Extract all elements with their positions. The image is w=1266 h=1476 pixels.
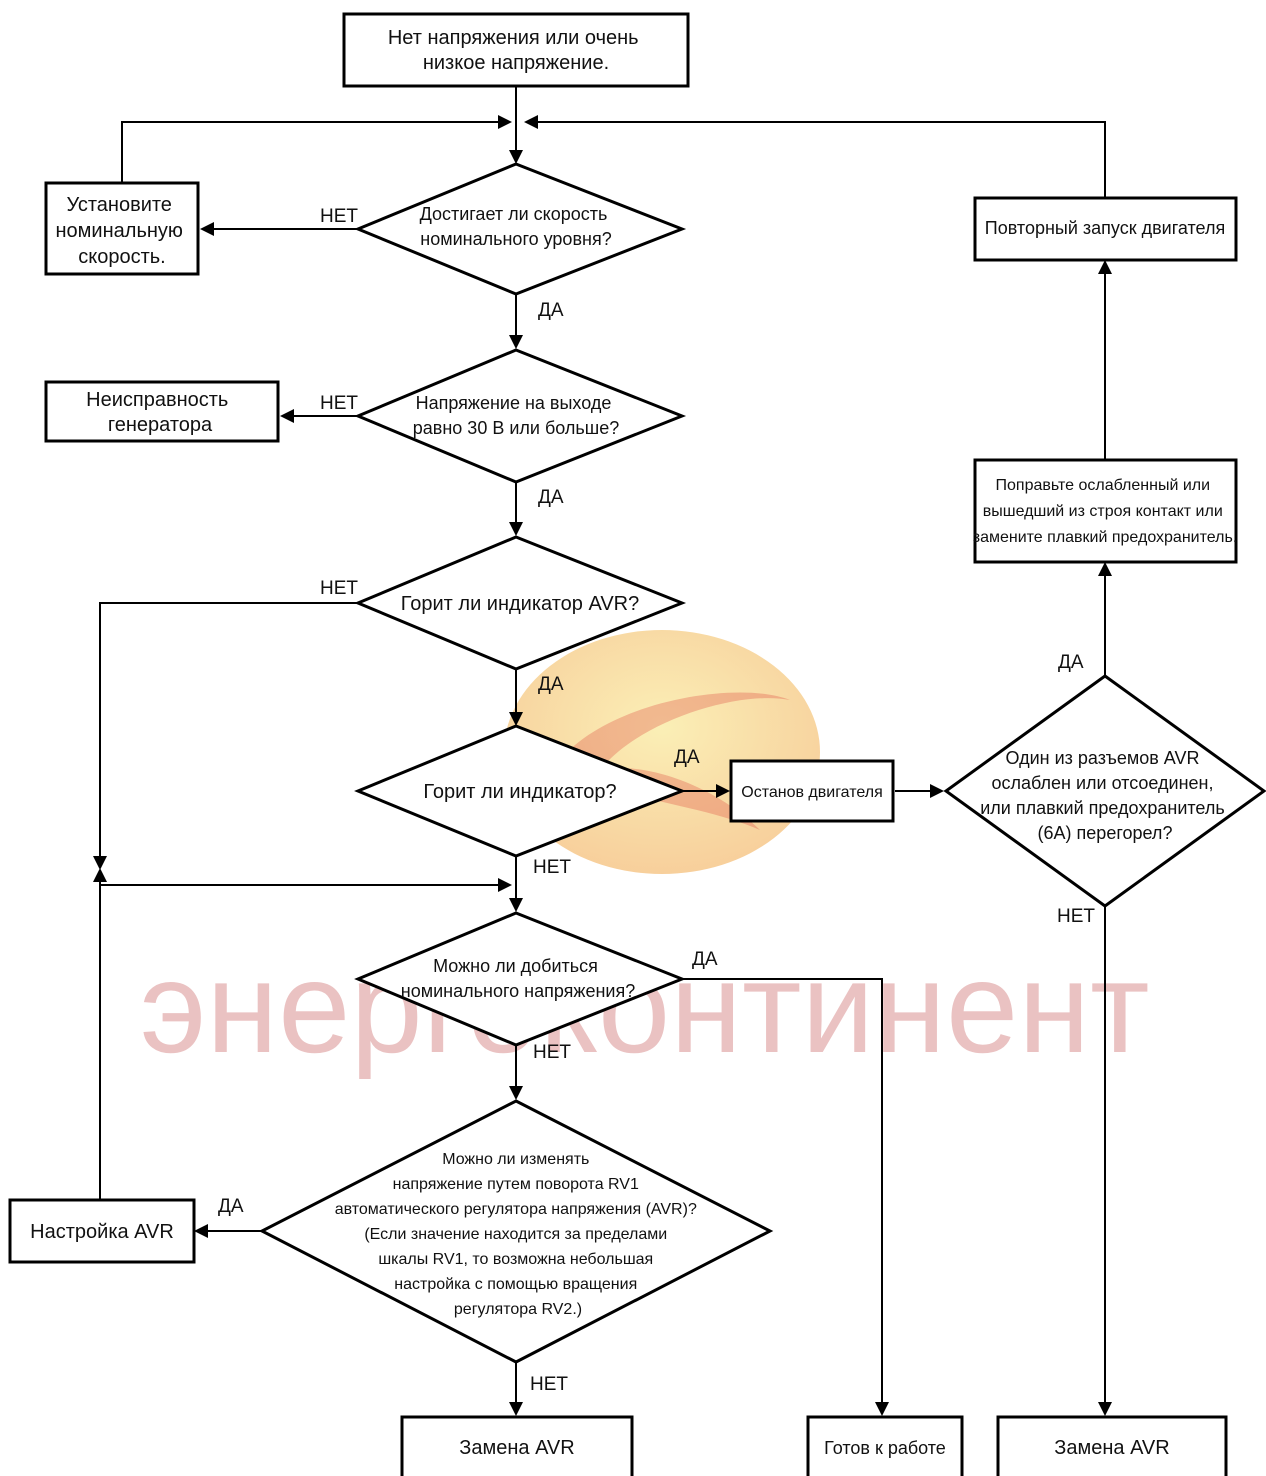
node-fix-contact: Поправьте ослабленный или вышедший из ст… [973, 458, 1238, 564]
node-replace-avr-right: Замена AVR [996, 1415, 1228, 1476]
svg-text:Нет напряжения или очень: Нет напряжения или очень низкое напряжен… [388, 27, 644, 74]
node-q-led: Горит ли индикатор? [354, 724, 687, 858]
node-q-connectors-line-3: или плавкий предохранитель [980, 798, 1224, 818]
node-q-speed-line-1: Достигает ли скорость [420, 204, 608, 224]
node-q-rv1-line-7: регулятора RV2.) [454, 1301, 582, 1318]
watermark-text: энергоконтинент [140, 934, 1150, 1080]
node-q-nominal: Можно ли добиться номинального напряжени… [354, 911, 687, 1047]
node-replace-avr-right-text: Замена AVR [1054, 1437, 1169, 1459]
node-q-nominal-line-1: Можно ли добиться [433, 956, 598, 976]
svg-text:Достигает ли скорость: Достигает ли скорость номинального уровн… [420, 204, 613, 249]
edge-label-conn-yes: ДА [1058, 652, 1084, 673]
node-q-speed: Достигает ли скорость номинального уровн… [354, 162, 687, 296]
svg-text:Можно ли изменять напр: Можно ли изменять напряжение путем повор… [335, 1151, 702, 1318]
node-ready: Готов к работе [806, 1415, 964, 1476]
edge-label-speed-no: НЕТ [320, 206, 358, 227]
node-q-avr-led: Горит ли индикатор AVR? [354, 535, 687, 671]
node-q-rv1-line-4: (Если значение находится за пределами [364, 1226, 667, 1243]
node-restart: Повторный запуск двигателя [973, 196, 1238, 262]
node-start-line-2: низкое напряжение. [423, 52, 609, 74]
svg-text:Напряжение на выходе р: Напряжение на выходе равно 30 В или боль… [413, 393, 619, 438]
node-fix-contact-line-1: Поправьте ослабленный или [996, 477, 1211, 494]
edge-label-speed-yes: ДА [538, 300, 564, 321]
node-q-connectors-line-2: ослаблен или отсоединен, [991, 773, 1213, 793]
node-start-line-1: Нет напряжения или очень [388, 27, 639, 49]
node-q-voltage30: Напряжение на выходе равно 30 В или боль… [354, 348, 687, 484]
node-q-nominal-line-2: номинального напряжения? [401, 981, 635, 1001]
svg-text:Неисправность генерато: Неисправность генератора [86, 389, 234, 436]
svg-text:Один из разъемов AVR о: Один из разъемов AVR ослаблен или отсоед… [980, 748, 1229, 843]
node-replace-avr-left-text: Замена AVR [459, 1437, 574, 1459]
node-start: Нет напряжения или очень низкое напряжен… [342, 12, 690, 88]
node-replace-avr-left: Замена AVR [400, 1415, 634, 1476]
node-q-connectors: Один из разъемов AVR ослаблен или отсоед… [943, 674, 1266, 908]
edge-label-avrled-no: НЕТ [320, 578, 358, 599]
edge-label-rv1-yes: ДА [218, 1196, 244, 1217]
edge-label-avrled-yes: ДА [538, 674, 564, 695]
edge-label-nominal-yes: ДА [692, 949, 718, 970]
edge-label-v30-no: НЕТ [320, 393, 358, 414]
nodes: Нет напряжения или очень низкое напряжен… [8, 12, 1266, 1476]
node-q-rv1-line-5: шкалы RV1, то возможна небольшая [378, 1251, 653, 1268]
node-engine-stop: Останов двигателя [729, 759, 895, 823]
node-ready-text: Готов к работе [824, 1438, 946, 1458]
node-q-voltage30-line-2: равно 30 В или больше? [413, 418, 619, 438]
node-q-connectors-line-4: (6А) перегорел? [1038, 823, 1173, 843]
node-q-rv1-line-1: Можно ли изменять [442, 1151, 589, 1168]
svg-text:Поправьте ослабленный или: Поправьте ослабленный или вышедший из ст… [973, 477, 1237, 546]
node-q-rv1-line-3: автоматического регулятора напряжения (A… [335, 1201, 697, 1218]
node-q-rv1-line-2: напряжение путем поворота RV1 [393, 1176, 639, 1193]
node-avr-adjust: Настройка AVR [8, 1198, 196, 1264]
edges [93, 86, 1112, 1416]
node-q-speed-line-2: номинального уровня? [420, 229, 611, 249]
edge-labels: НЕТ ДА НЕТ ДА НЕТ ДА ДА НЕТ ДА НЕТ ДА НЕ… [218, 206, 1095, 1395]
edge-label-v30-yes: ДА [538, 487, 564, 508]
logo-swoosh [560, 692, 790, 830]
svg-text:Установите номинальную: Установите номинальную скорость. [56, 194, 189, 268]
node-q-rv1-line-6: настройка с помощью вращения [394, 1276, 637, 1293]
node-q-rv1: Можно ли изменять напряжение путем повор… [258, 1099, 774, 1364]
node-q-connectors-line-1: Один из разъемов AVR [1006, 748, 1200, 768]
node-restart-text: Повторный запуск двигателя [985, 218, 1225, 238]
node-q-voltage30-line-1: Напряжение на выходе [416, 393, 612, 413]
node-avr-adjust-text: Настройка AVR [30, 1221, 174, 1243]
node-q-avr-led-text: Горит ли индикатор AVR? [401, 593, 639, 615]
node-fix-contact-line-3: замените плавкий предохранитель. [973, 529, 1237, 546]
node-gen-fault: Неисправность генератора [44, 380, 280, 443]
node-set-speed-line-2: номинальную [56, 220, 183, 242]
node-set-speed: Установите номинальную скорость. [44, 181, 200, 276]
edge-label-rv1-no: НЕТ [530, 1374, 568, 1395]
edge-label-nominal-no: НЕТ [533, 1042, 571, 1063]
node-fix-contact-line-2: вышедший из строя контакт или [983, 503, 1223, 520]
node-set-speed-line-1: Установите [66, 194, 171, 216]
node-gen-fault-line-1: Неисправность [86, 389, 228, 411]
node-q-led-text: Горит ли индикатор? [423, 781, 616, 803]
svg-text:Можно ли добиться номи: Можно ли добиться номинального напряжени… [401, 956, 635, 1001]
node-engine-stop-text: Останов двигателя [741, 784, 883, 801]
node-gen-fault-line-2: генератора [108, 414, 213, 436]
node-set-speed-line-3: скорость. [78, 246, 165, 268]
edge-label-led-no: НЕТ [533, 857, 571, 878]
edge-label-conn-no: НЕТ [1057, 906, 1095, 927]
watermark: энергоконтинент [140, 630, 1150, 1080]
edge-label-led-yes: ДА [674, 747, 700, 768]
